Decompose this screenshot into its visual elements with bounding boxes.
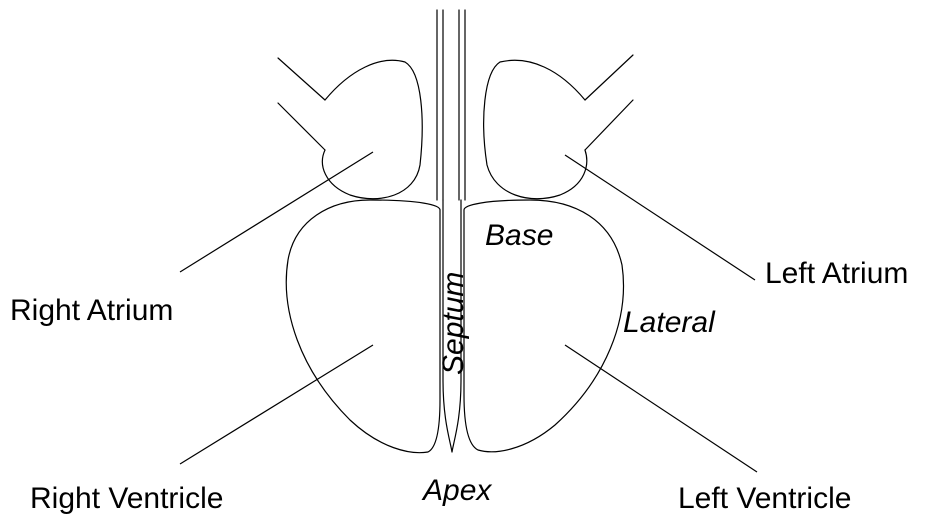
septum-label: Septum xyxy=(437,272,470,375)
leader-right-atrium xyxy=(180,152,373,272)
left-atrium-label: Left Atrium xyxy=(765,257,908,290)
right-vessel-upper xyxy=(278,58,325,100)
right-atrium-chamber xyxy=(322,60,422,198)
left-atrium-chamber xyxy=(484,60,587,198)
right-ventricle-chamber xyxy=(286,200,440,453)
base-label: Base xyxy=(485,219,553,252)
left-ventricle-label: Left Ventricle xyxy=(678,482,851,515)
apex-label: Apex xyxy=(421,474,492,507)
right-atrium-label: Right Atrium xyxy=(10,294,173,327)
left-vessel-lower xyxy=(585,100,633,150)
left-vessel-upper xyxy=(585,55,633,100)
leader-right-ventricle xyxy=(180,345,373,464)
leader-left-atrium xyxy=(565,155,755,280)
right-vessel-lower xyxy=(278,103,325,150)
right-ventricle-label: Right Ventricle xyxy=(30,482,223,515)
lateral-label: Lateral xyxy=(623,306,716,339)
leader-left-ventricle xyxy=(565,345,757,472)
